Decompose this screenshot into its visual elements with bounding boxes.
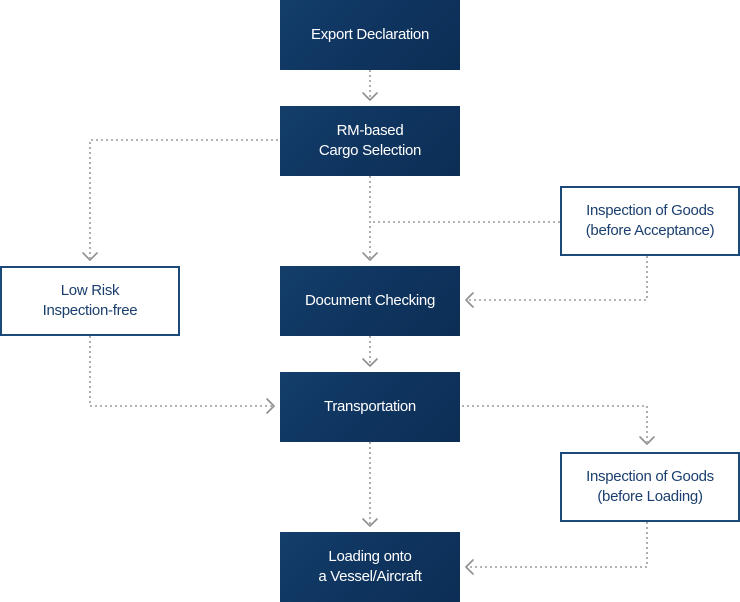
connector-acceptance-to-document — [468, 256, 648, 301]
arrowhead-transportation — [362, 358, 378, 367]
node-inspection-before-loading-label: Inspection of Goods (before Loading) — [586, 468, 714, 505]
connector-transportation-to-loading-inspection — [462, 405, 648, 442]
connector-lowrisk-to-transportation — [89, 336, 272, 407]
arrowhead-lowrisk — [82, 252, 98, 261]
arrowhead-selection — [362, 92, 378, 101]
node-cargo-selection-label: RM-based Cargo Selection — [318, 122, 422, 159]
node-export-declaration: Export Declaration — [280, 0, 460, 70]
node-transportation-label: Transportation — [324, 398, 416, 415]
connector-selection-to-lowrisk — [89, 139, 278, 258]
node-loading-label: Loading onto a Vessel/Aircraft — [318, 548, 422, 585]
arrowhead-loading-inspection — [639, 436, 655, 445]
node-export-declaration-label: Export Declaration — [311, 26, 429, 43]
node-loading: Loading onto a Vessel/Aircraft — [280, 532, 460, 602]
node-low-risk-inspection-free: Low Risk Inspection-free — [0, 266, 180, 336]
node-low-risk-label: Low Risk Inspection-free — [42, 282, 138, 319]
node-cargo-selection: RM-based Cargo Selection — [280, 106, 460, 176]
node-transportation: Transportation — [280, 372, 460, 442]
node-document-checking: Document Checking — [280, 266, 460, 336]
arrowhead-loading-side — [465, 559, 474, 575]
arrowhead-document — [362, 252, 378, 261]
node-inspection-before-loading: Inspection of Goods (before Loading) — [560, 452, 740, 522]
arrowhead-loading — [362, 518, 378, 527]
arrowhead-transportation-side — [266, 398, 275, 414]
arrowhead-document-side — [465, 292, 474, 308]
node-inspection-before-acceptance-label: Inspection of Goods (before Acceptance) — [585, 202, 715, 239]
node-document-checking-label: Document Checking — [305, 292, 435, 309]
node-inspection-before-acceptance: Inspection of Goods (before Acceptance) — [560, 186, 740, 256]
connector-loading-inspection-to-loading — [468, 522, 648, 568]
